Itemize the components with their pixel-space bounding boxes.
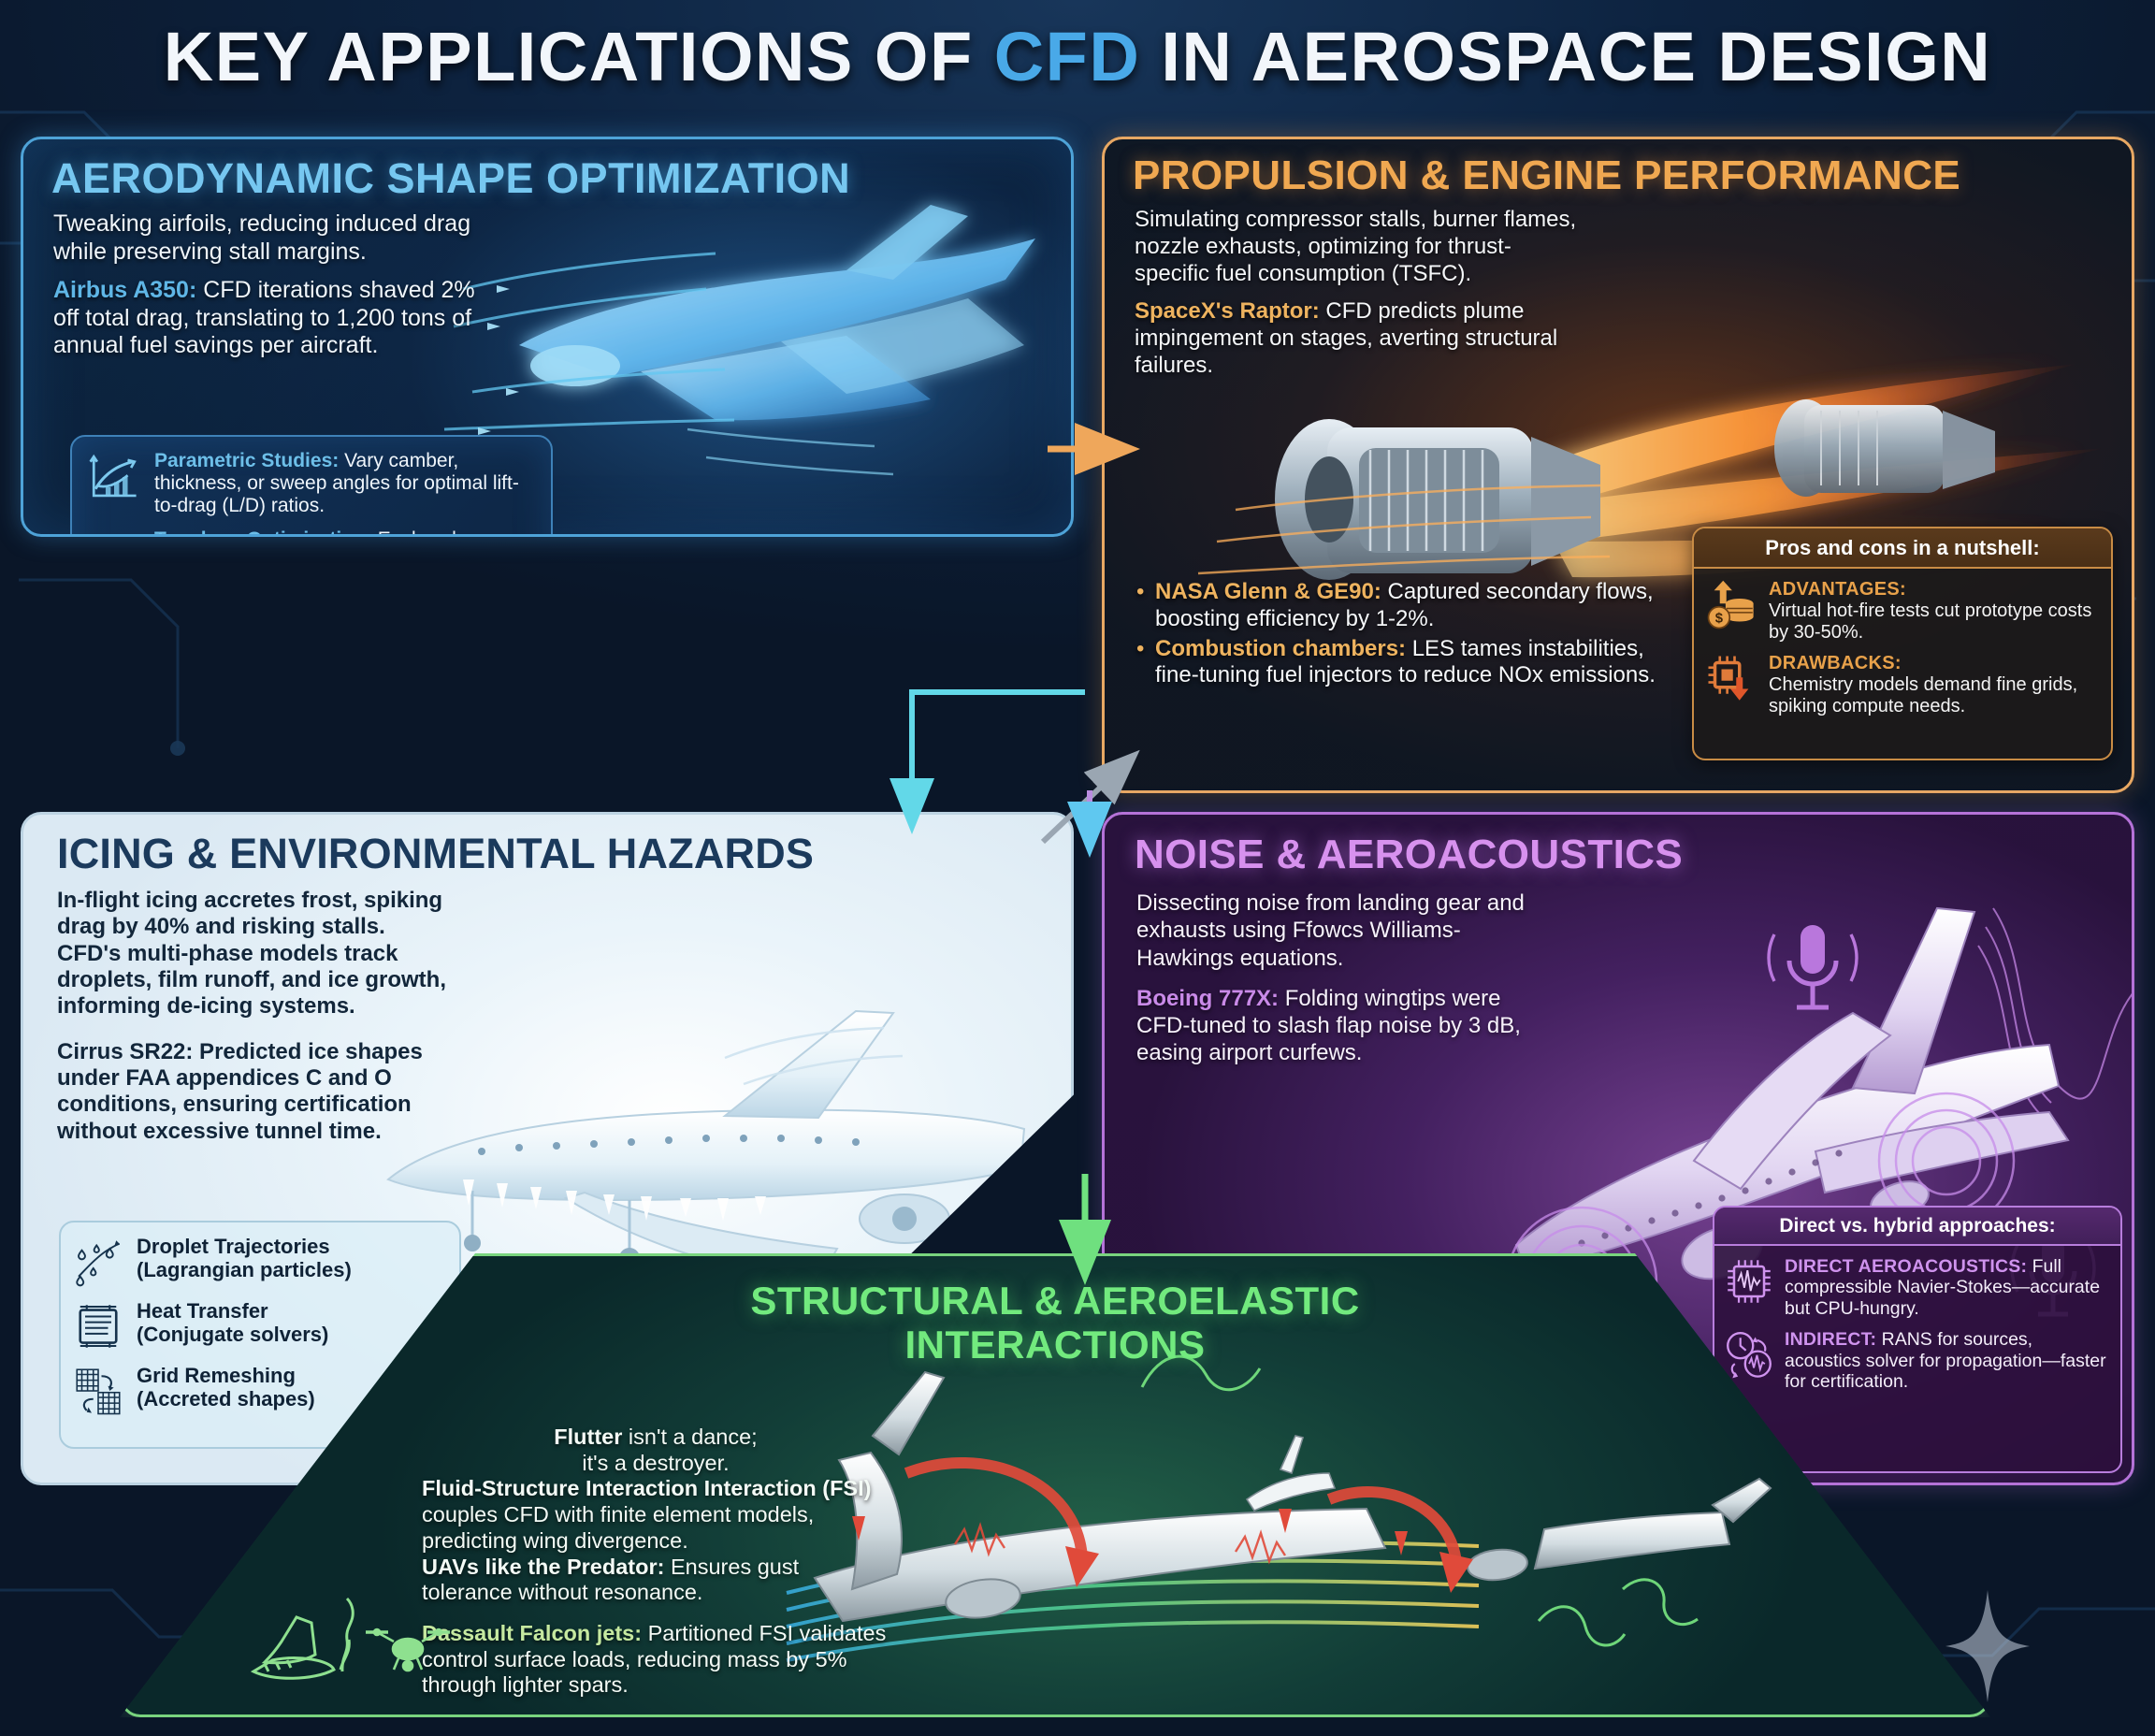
pros-text-drawbacks: Chemistry models demand fine grids, spik…: [1769, 674, 2078, 716]
panel-body-structural: Flutter isn't a dance; it's a destroyer.…: [422, 1425, 889, 1699]
noise-text-indirect: RANS for sources, acoustics solver for p…: [1785, 1329, 2106, 1393]
jet-engine-illustration: [1197, 364, 2105, 580]
ice-example-text: Predicted ice shapes under FAA appendice…: [57, 1038, 423, 1144]
prop-bullet-0: NASA Glenn & GE90: Captured secondary fl…: [1135, 579, 1658, 633]
icing-subitems-card: Droplet Trajectories(Lagrangian particle…: [59, 1221, 461, 1449]
title-part1: KEY APPLICATIONS OF: [163, 18, 994, 95]
prop-bullet-text-1: LES tames instabilities, fine-tuning fue…: [1155, 635, 1656, 688]
panel-body-noise: Dissecting noise from landing gear and e…: [1136, 890, 1539, 1080]
noise-example-lead: Boeing 777X:: [1136, 985, 1280, 1011]
ice-sub-note-1: (Conjugate solvers): [137, 1322, 329, 1346]
noise-text-direct: Full compressible Navier-Stokes—accurate…: [1785, 1256, 2101, 1319]
panel-body-aerodynamic: Tweaking airfoils, reducing induced drag…: [53, 210, 500, 371]
grid-remesh-icon: [76, 1368, 121, 1415]
struct-flutter-text: isn't a dance;: [622, 1425, 758, 1449]
aircraft-illustration-aero: [443, 205, 1035, 476]
noise-intro: Dissecting noise from landing gear and e…: [1136, 890, 1525, 971]
struct-uav-text: Ensures gust tolerance without resonance…: [422, 1554, 800, 1605]
ice-intro: In-flight icing accretes frost, spiking …: [57, 888, 447, 1020]
panel-structural-aeroelastic-interactions[interactable]: STRUCTURAL & AEROELASTIC INTERACTIONS Fl…: [120, 1253, 1990, 1717]
heat-exchanger-icon: [79, 1305, 118, 1348]
prop-bullet-label-0: NASA Glenn & GE90:: [1155, 579, 1381, 604]
pros-row-advantages[interactable]: $ ADVANTAGES:Virtual hot-fire tests cut …: [1694, 569, 2111, 643]
aero-sub-text-1: Evolve shapes organically, yielding biom…: [154, 528, 506, 534]
aero-sub-label-0: Parametric Studies:: [154, 450, 340, 471]
ice-sub-label-0: Droplet Trajectories: [137, 1235, 330, 1258]
aero-sub-text-0: Vary camber, thickness, or sweep angles …: [154, 450, 519, 516]
struct-dassault-lead: Dassault Falcon jets:: [422, 1621, 643, 1646]
ice-sub-note-0: (Lagrangian particles): [137, 1257, 352, 1281]
struct-heading-line2: INTERACTIONS: [904, 1323, 1206, 1367]
page-title: KEY APPLICATIONS OF CFD IN AEROSPACE DES…: [0, 17, 2155, 96]
svg-text:$: $: [1715, 611, 1724, 626]
aero-example-lead: Airbus A350:: [53, 277, 197, 303]
money-up-icon: $: [1707, 580, 1754, 629]
panel-body-propulsion: Simulating compressor stalls, burner fla…: [1135, 207, 1584, 391]
bird-icon: [87, 528, 141, 537]
cpu-down-icon: [1708, 656, 1749, 702]
pros-and-cons-card: Pros and cons in a nutshell: $ ADVANTAGE…: [1692, 527, 2113, 760]
struct-flutter-text2: it's a destroyer.: [582, 1450, 730, 1475]
ice-sub-label-1: Heat Transfer: [137, 1299, 268, 1323]
title-part2: IN AEROSPACE DESIGN: [1140, 18, 1992, 95]
prop-example-lead: SpaceX's Raptor:: [1135, 298, 1320, 325]
clock-waveform-icon: [1727, 1332, 1772, 1379]
pros-row-drawbacks[interactable]: DRAWBACKS:Chemistry models demand fine g…: [1694, 643, 2111, 716]
pros-and-cons-title: Pros and cons in a nutshell:: [1694, 528, 2111, 569]
pros-label-drawbacks: DRAWBACKS:: [1769, 653, 1902, 674]
struct-fsi-text: couples CFD with finite element models, …: [422, 1502, 815, 1553]
panel-body-icing: In-flight icing accretes frost, spiking …: [57, 888, 450, 1164]
aero-intro: Tweaking airfoils, reducing induced drag…: [53, 210, 471, 265]
pros-label-advantages: ADVANTAGES:: [1769, 579, 1907, 600]
panel-heading-noise: NOISE & AEROACOUSTICS: [1135, 832, 1684, 877]
struct-heading-line1: STRUCTURAL & AEROELASTIC: [750, 1279, 1360, 1323]
growth-chart-icon: [89, 454, 137, 498]
microphone-icon-upper: [1767, 925, 1859, 1010]
aerodynamic-subitems-card: Parametric Studies: Vary camber, thickne…: [70, 435, 553, 537]
panel-heading-structural: STRUCTURAL & AEROELASTIC INTERACTIONS: [123, 1279, 1988, 1367]
wing-flutter-illustration: [786, 1354, 1772, 1662]
noise-label-indirect: INDIRECT:: [1785, 1329, 1877, 1351]
winglet-icon: [250, 1597, 354, 1680]
struct-flutter-lead: Flutter: [554, 1425, 623, 1449]
noise-row-indirect[interactable]: INDIRECT: RANS for sources, acoustics so…: [1714, 1319, 2120, 1392]
title-accent: CFD: [993, 18, 1141, 95]
aircraft-illustration-noise: [1505, 906, 2132, 1359]
structural-icon-group: [250, 1597, 450, 1680]
noise-example-text: Folding wingtips were CFD-tuned to slash…: [1136, 985, 1521, 1066]
aero-example-text: CFD iterations shaved 2% off total drag,…: [53, 277, 475, 358]
direct-vs-hybrid-card: Direct vs. hybrid approaches: DIRECT AER…: [1713, 1206, 2122, 1473]
pros-text-advantages: Virtual hot-fire tests cut prototype cos…: [1769, 600, 2092, 643]
struct-fsi-lead: Fluid-Structure Interaction Interaction …: [422, 1476, 872, 1501]
struct-uav-lead: UAVs like the Predator:: [422, 1554, 665, 1579]
aero-subitem-topology-optimization[interactable]: Topology Optimization: Evolve shapes org…: [87, 528, 536, 537]
ice-sub-label-2: Grid Remeshing: [137, 1364, 296, 1387]
noise-label-direct: DIRECT AEROACOUSTICS:: [1785, 1256, 2028, 1277]
ice-subitem-grid-remeshing[interactable]: Grid Remeshing(Accreted shapes): [72, 1364, 450, 1417]
ice-sub-note-2: (Accreted shapes): [137, 1386, 315, 1410]
panel-heading-propulsion: PROPULSION & ENGINE PERFORMANCE: [1133, 152, 1961, 198]
prop-example-text: CFD predicts plume impingement on stages…: [1135, 298, 1558, 378]
panel-aerodynamic-shape-optimization[interactable]: AERODYNAMIC SHAPE OPTIMIZATION Tweaking …: [21, 137, 1074, 537]
direct-vs-hybrid-title: Direct vs. hybrid approaches:: [1714, 1208, 2120, 1246]
prop-bullet-1: Combustion chambers: LES tames instabili…: [1135, 636, 1658, 690]
ice-subitem-droplet-trajectories[interactable]: Droplet Trajectories(Lagrangian particle…: [72, 1235, 450, 1288]
prop-intro: Simulating compressor stalls, burner fla…: [1135, 207, 1577, 286]
panel-heading-icing: ICING & ENVIRONMENTAL HAZARDS: [57, 830, 815, 877]
propulsion-bullet-list: NASA Glenn & GE90: Captured secondary fl…: [1135, 579, 1658, 692]
panel-propulsion-engine-performance[interactable]: PROPULSION & ENGINE PERFORMANCE Simulati…: [1102, 137, 2134, 793]
waveform-chip-icon: [1728, 1260, 1771, 1303]
struct-dassault-text: Partitioned FSI validates control surfac…: [422, 1621, 887, 1698]
panel-heading-aerodynamic: AERODYNAMIC SHAPE OPTIMIZATION: [51, 154, 851, 202]
ice-subitem-heat-transfer[interactable]: Heat Transfer(Conjugate solvers): [72, 1299, 450, 1353]
ice-example-lead: Cirrus SR22:: [57, 1038, 194, 1064]
aero-subitem-parametric-studies[interactable]: Parametric Studies: Vary camber, thickne…: [87, 450, 536, 517]
aero-sub-label-1: Topology Optimization:: [154, 528, 372, 534]
droplet-trajectory-icon: [76, 1240, 121, 1287]
drone-icon: [366, 1628, 450, 1672]
prop-bullet-label-1: Combustion chambers:: [1155, 635, 1407, 661]
noise-row-direct[interactable]: DIRECT AEROACOUSTICS: Full compressible …: [1714, 1246, 2120, 1319]
prop-bullet-text-0: Captured secondary flows, boosting effic…: [1155, 579, 1654, 631]
